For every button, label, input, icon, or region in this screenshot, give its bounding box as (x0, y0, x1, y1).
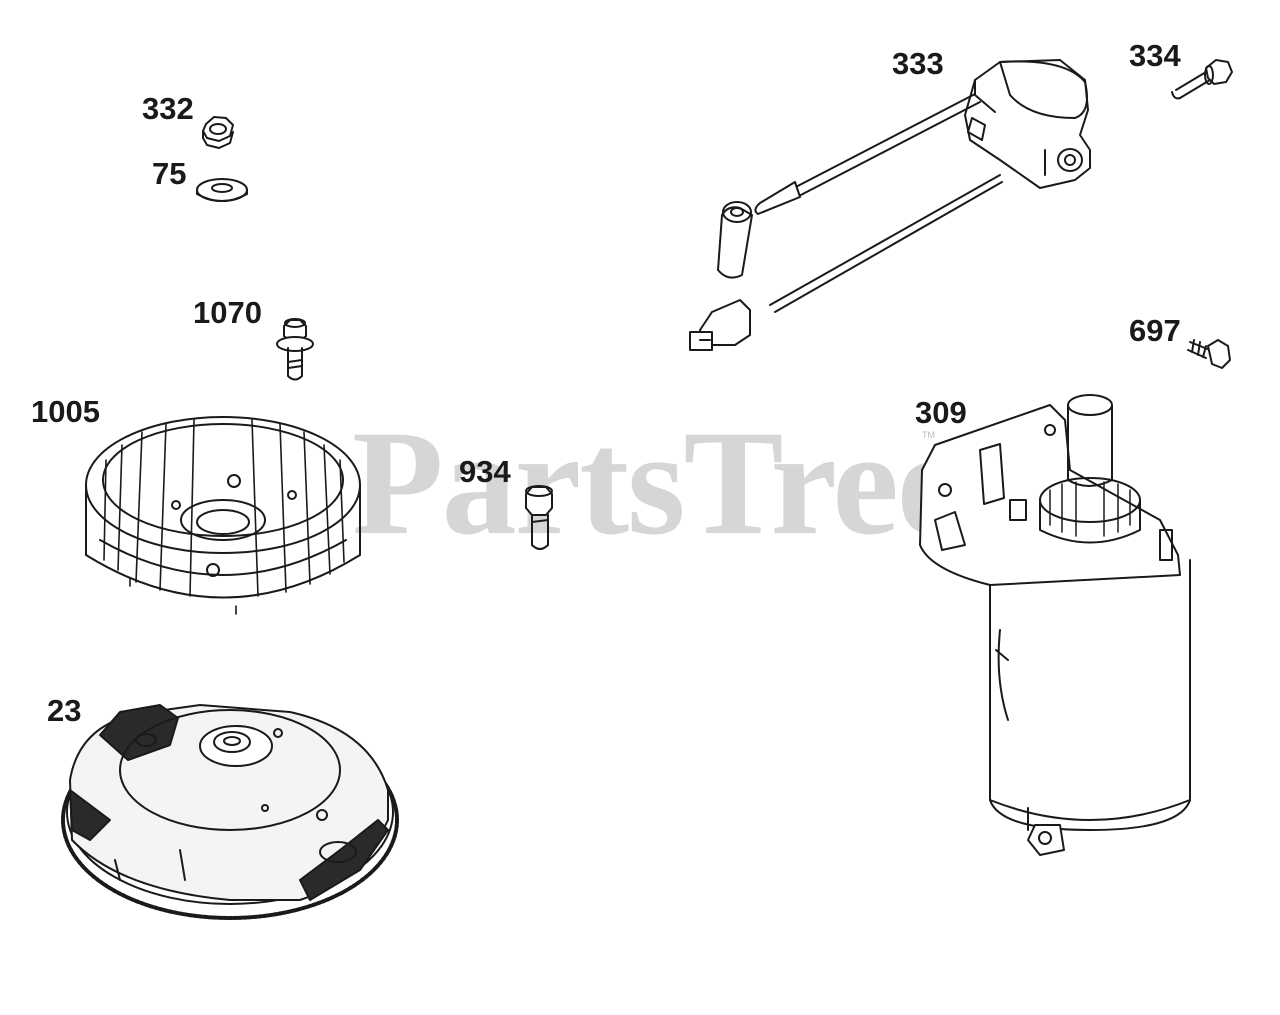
part-1070-flange-bolt[interactable] (276, 318, 314, 381)
callout-1005[interactable]: 1005 (31, 394, 100, 429)
part-332-hex-nut[interactable] (202, 116, 234, 149)
callout-1070[interactable]: 1070 (193, 295, 262, 330)
part-23-flywheel[interactable] (61, 704, 399, 920)
part-75-washer[interactable] (196, 178, 248, 202)
part-1005-cooling-fan[interactable] (85, 416, 361, 615)
watermark-trademark: TM (922, 430, 935, 440)
callout-334[interactable]: 334 (1129, 38, 1181, 73)
callout-697[interactable]: 697 (1129, 313, 1181, 348)
part-934-bolt[interactable] (525, 485, 553, 550)
callout-75[interactable]: 75 (152, 156, 187, 191)
part-309-starter-motor[interactable] (919, 394, 1191, 856)
callout-333[interactable]: 333 (892, 46, 944, 81)
callout-332[interactable]: 332 (142, 91, 194, 126)
callout-309[interactable]: 309 (915, 395, 967, 430)
watermark-logo: PartsTree (352, 400, 963, 566)
callout-23[interactable]: 23 (47, 693, 82, 728)
part-697-screw[interactable] (1187, 339, 1231, 369)
callout-934[interactable]: 934 (459, 454, 511, 489)
part-334-bolt[interactable] (1171, 59, 1233, 100)
part-333-ignition-module[interactable] (689, 59, 1091, 351)
